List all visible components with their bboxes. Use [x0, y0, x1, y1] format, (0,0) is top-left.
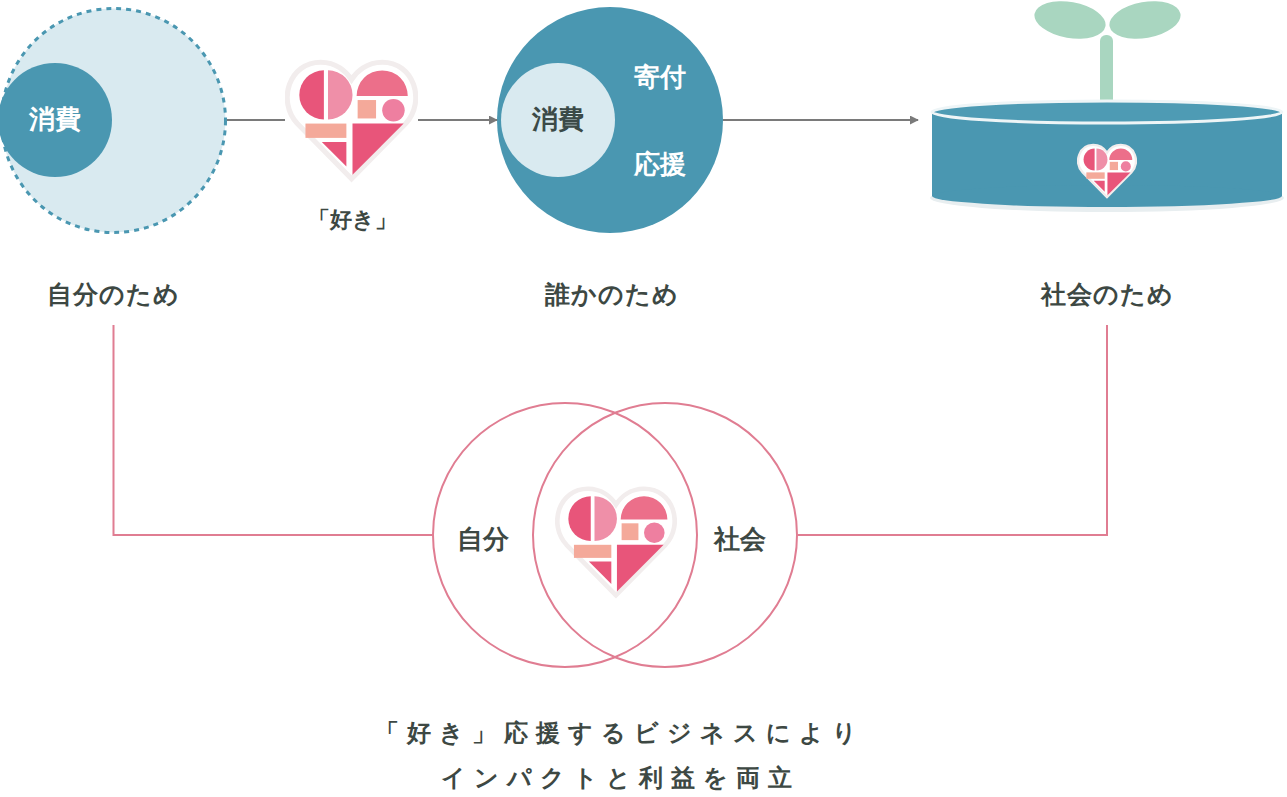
sprout-stem	[1100, 35, 1113, 117]
connector	[723, 119, 918, 121]
connector	[227, 119, 285, 121]
pot-shadow	[930, 184, 1284, 212]
consumption-circle: 消費	[0, 63, 112, 177]
circle-shape	[501, 63, 615, 177]
circle-shape	[533, 403, 797, 667]
node-text: 「好き」	[308, 207, 397, 233]
node-outline	[285, 58, 418, 183]
support-circle: 寄付応援誰かのため 消費	[497, 7, 723, 325]
venn-circle: 社会	[532, 402, 798, 668]
connector	[418, 119, 497, 121]
consumption-circle: 消費	[501, 63, 615, 177]
node-text: 消費	[29, 104, 81, 135]
pot-body	[932, 112, 1282, 196]
node-text: 応援	[634, 149, 686, 180]
pot-bottom	[932, 185, 1282, 207]
circle-shape	[2, 9, 226, 233]
node-text: 社会	[714, 524, 766, 555]
pot-top	[932, 101, 1282, 123]
node-text: 誰かのため	[545, 280, 679, 310]
caption: 「好き」応援するビジネスにより インパクトと利益を両立	[315, 711, 925, 797]
heart-logo	[1078, 145, 1136, 197]
heart-logo	[557, 489, 674, 596]
society-pot: 社会のため	[918, 0, 1287, 325]
node-text: 社会のため	[1041, 280, 1174, 310]
connector	[798, 325, 1107, 535]
sprout-leaf	[1106, 0, 1183, 44]
connector	[114, 325, 433, 535]
circle-shape	[433, 403, 697, 667]
heart-node: 「好き」	[285, 58, 418, 238]
node-text: 自分のため	[47, 280, 180, 310]
circle-shape	[0, 63, 112, 177]
heart-logo	[287, 62, 416, 179]
sprout-leaf	[1031, 0, 1108, 44]
node-text: 自分	[457, 524, 509, 555]
dashed-circle: 自分のため 消費	[0, 7, 227, 325]
node-text: 消費	[532, 104, 584, 135]
circle-shape	[497, 7, 723, 233]
node-text: 寄付	[634, 62, 686, 93]
venn-circle: 自分	[432, 402, 698, 668]
